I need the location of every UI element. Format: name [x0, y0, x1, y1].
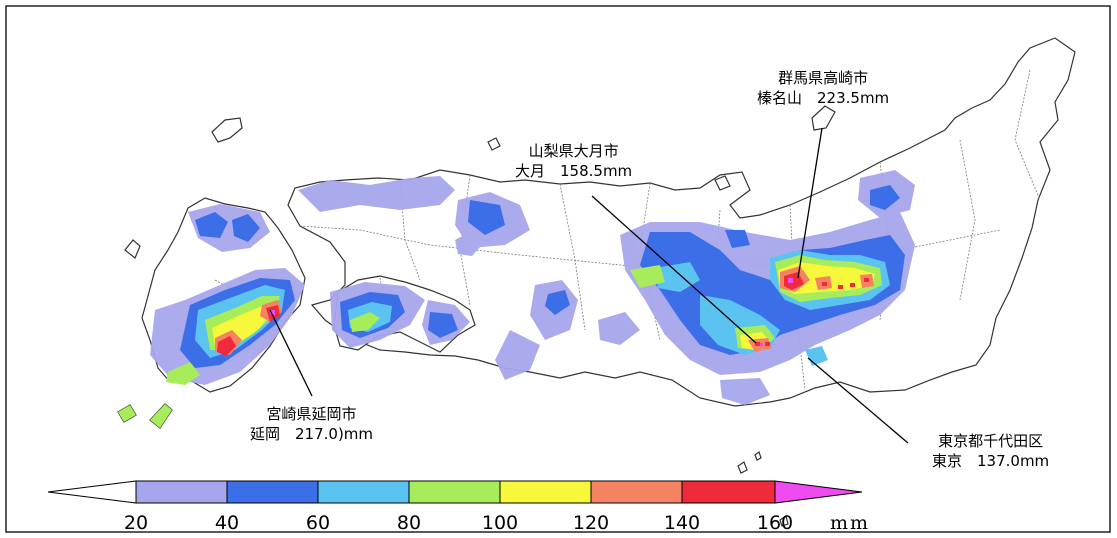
leader-line-miyazaki [269, 309, 313, 397]
legend-tick-label: 40 [214, 512, 240, 534]
annotation-leader-lines [269, 127, 909, 444]
legend-colorbar [47, 480, 863, 504]
legend-bin-100-120 [499, 480, 592, 504]
legend-tick-label: 120 [572, 512, 610, 534]
annotation-yamanashi-line2: 大月 158.5mm [515, 162, 633, 180]
annotation-miyazaki-line1: 宮崎県延岡市 [266, 405, 357, 423]
annotation-tokyo: 東京都千代田区 東京 137.0mm [932, 431, 1049, 471]
legend-tick-label: 20 [123, 512, 149, 534]
legend-bin-40-60 [226, 480, 319, 504]
legend-tick-label: 60 [305, 512, 331, 534]
legend-tick-label: 140 [663, 512, 701, 534]
island-small-2 [714, 175, 731, 191]
annotation-yamanashi: 山梨県大月市 大月 158.5mm [515, 141, 632, 181]
island-oki [487, 137, 501, 151]
legend-bin-140-160 [681, 480, 776, 504]
island-small-1 [754, 451, 762, 461]
annotation-yamanashi-line1: 山梨県大月市 [528, 142, 619, 160]
annotation-gunma-line1: 群馬県高崎市 [778, 69, 869, 87]
annotation-miyazaki: 宮崎県延岡市 延岡 217.0)mm [250, 404, 373, 444]
annotation-miyazaki-line2: 延岡 217.0)mm [250, 425, 374, 443]
island-goto [124, 239, 141, 259]
legend-bin-60-80 [317, 480, 410, 504]
leader-line-tokyo [807, 357, 909, 444]
annotation-gunma-line2: 榛名山 223.5mm [757, 89, 890, 107]
annotation-tokyo-line2: 東京 137.0mm [932, 452, 1050, 470]
island-tsushima [211, 117, 243, 143]
legend-tick-label: 100 [481, 512, 519, 534]
legend-above-max-triangle [774, 480, 863, 504]
island-sado [811, 105, 836, 131]
legend-bin-20-40 [135, 480, 228, 504]
legend-tick-label: 160 [756, 512, 794, 534]
precip-140-160 [217, 272, 869, 356]
precip-over-160 [270, 278, 793, 346]
legend-bin-120-140 [590, 480, 683, 504]
leader-line-yamanashi [591, 195, 757, 344]
island-izu [737, 461, 748, 474]
legend-unit-label: mm [830, 512, 871, 534]
leader-line-gunma [797, 127, 823, 279]
legend-tick-label: 80 [396, 512, 422, 534]
annotation-gunma: 群馬県高崎市 榛名山 223.5mm [757, 68, 889, 108]
island-hachijo [779, 515, 789, 527]
legend-bin-80-100 [408, 480, 501, 504]
annotation-tokyo-line1: 東京都千代田区 [938, 432, 1044, 450]
